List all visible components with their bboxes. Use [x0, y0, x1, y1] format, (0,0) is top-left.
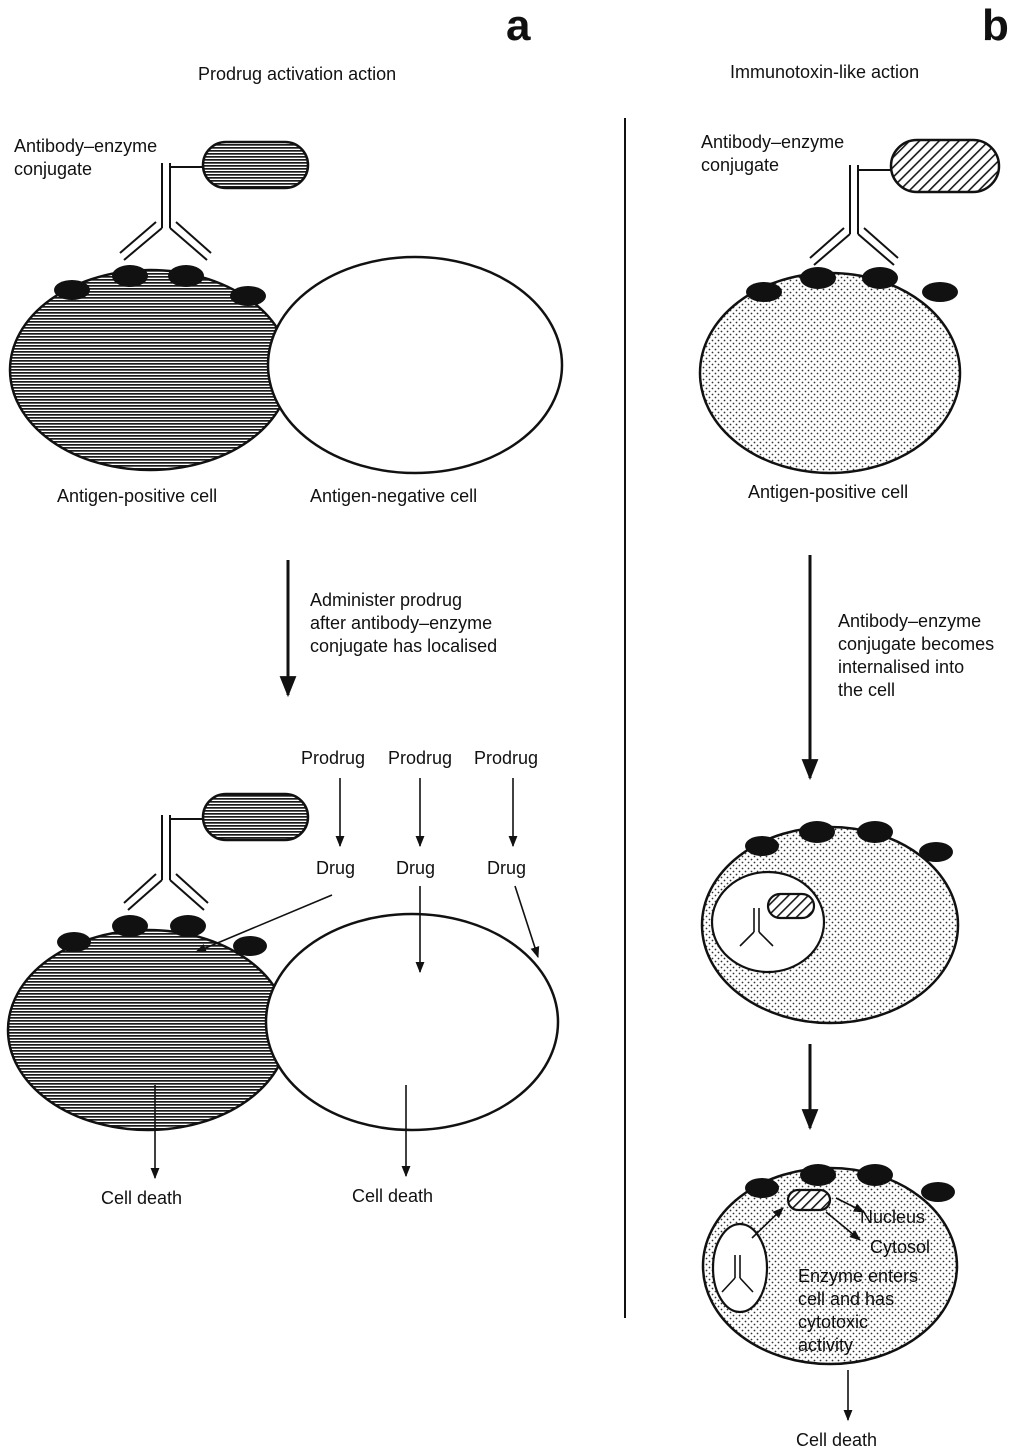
panel-a-antigen-negative-cell-bottom	[266, 914, 558, 1130]
panel-b-cell-death-label: Cell death	[796, 1430, 877, 1450]
enzyme-text-line3: cytotoxic	[798, 1312, 868, 1332]
panel-a-conjugate-label-line1: Antibody–enzyme	[14, 136, 157, 156]
panel-a-step-line3: conjugate has localised	[310, 636, 497, 656]
panel-b-title: Immunotoxin-like action	[730, 62, 919, 82]
panel-a-step-line2: after antibody–enzyme	[310, 613, 492, 633]
prodrug-label-2: Prodrug	[388, 748, 452, 768]
panel-a-antibody-enzyme-conjugate	[120, 142, 308, 260]
drug-arrow-3	[515, 886, 538, 957]
prodrug-label-3: Prodrug	[474, 748, 538, 768]
drug-label-2: Drug	[396, 858, 435, 878]
enzyme-text-line4: activity	[798, 1335, 853, 1355]
drug-label-1: Drug	[316, 858, 355, 878]
panel-a-step-line1: Administer prodrug	[310, 590, 462, 610]
panel-b-internalised-enzyme	[768, 894, 814, 918]
panel-a-antigen-positive-cell-bottom	[8, 930, 288, 1130]
panel-b-released-enzyme	[788, 1190, 830, 1210]
panel-a-conjugate-label-line2: conjugate	[14, 159, 92, 179]
enzyme-text-line1: Enzyme enters	[798, 1266, 918, 1286]
prodrug-label-1: Prodrug	[301, 748, 365, 768]
panel-b-antigen-positive-label: Antigen-positive cell	[748, 482, 908, 502]
cytosol-label: Cytosol	[870, 1237, 930, 1257]
cell-death-label-left: Cell death	[101, 1188, 182, 1208]
drug-label-3: Drug	[487, 858, 526, 878]
panel-a-antigen-positive-label: Antigen-positive cell	[57, 486, 217, 506]
panel-b-step-line3: internalised into	[838, 657, 964, 677]
panel-a-title: Prodrug activation action	[198, 64, 396, 84]
panel-a-antigen-negative-cell-top	[268, 257, 562, 473]
panel-b-step-line4: the cell	[838, 680, 895, 700]
panel-b-step-line2: conjugate becomes	[838, 634, 994, 654]
nucleus-label: Nucleus	[860, 1207, 925, 1227]
panel-b-step-line1: Antibody–enzyme	[838, 611, 981, 631]
panel-a-antigen-negative-label: Antigen-negative cell	[310, 486, 477, 506]
panel-b-conjugate-label-line2: conjugate	[701, 155, 779, 175]
panel-b-conjugate-label-line1: Antibody–enzyme	[701, 132, 844, 152]
enzyme-text-line2: cell and has	[798, 1289, 894, 1309]
panel-b-antigen-positive-cell-top	[700, 273, 960, 473]
panel-a-letter: a	[506, 1, 531, 50]
cell-death-label-right: Cell death	[352, 1186, 433, 1206]
panel-a-antibody-enzyme-conjugate-bottom	[124, 794, 308, 910]
panel-b-letter: b	[982, 1, 1009, 50]
panel-b-antibody-enzyme-conjugate	[810, 140, 999, 265]
panel-b-endosome	[712, 872, 824, 972]
